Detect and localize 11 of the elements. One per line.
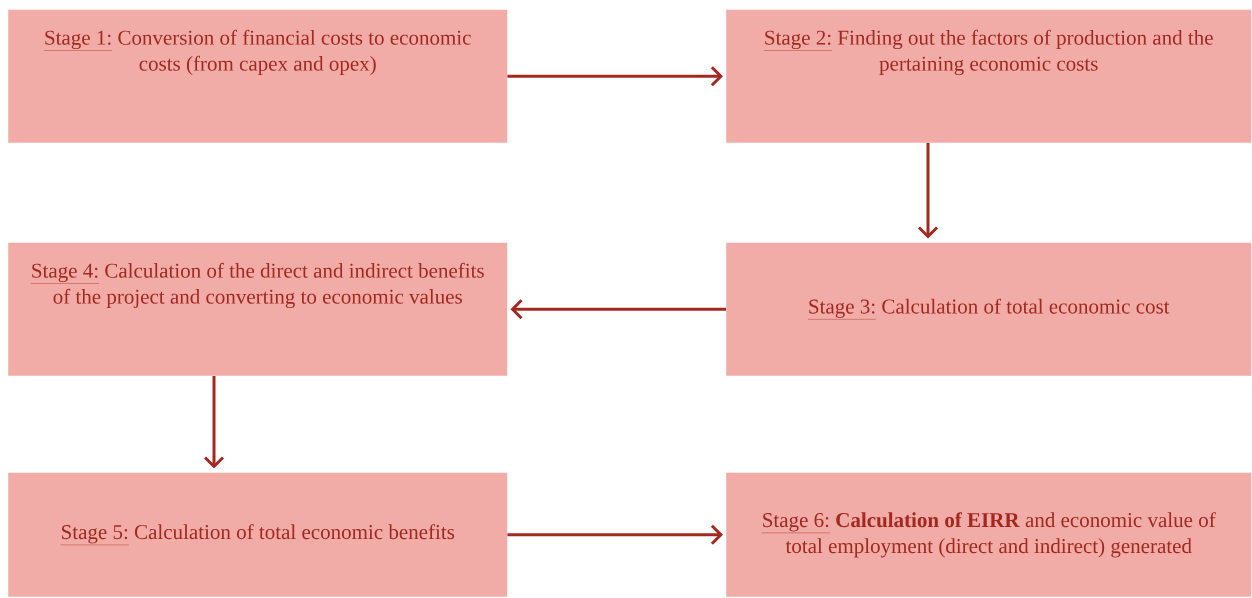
process-box: Stage 4: Calculation of the direct and indirect benefits of the project and converting to economic values: [8, 242, 508, 376]
process-box: Stage 6: Calculation of EIRR and economic value of total employment (direct and indirect) generated: [726, 472, 1252, 597]
process-box: Stage 2: Finding out the factors of production and the pertaining economic costs: [726, 9, 1252, 143]
arrow: [917, 143, 939, 239]
process-box: Stage 3: Calculation of total economic cost: [726, 242, 1252, 376]
arrow: [507, 524, 723, 545]
arrow: [203, 376, 225, 469]
arrow: [510, 299, 726, 320]
arrow: [507, 66, 723, 87]
process-box: Stage 1: Conversion of financial costs to economic costs (from capex and opex): [8, 9, 508, 143]
process-box: Stage 5: Calculation of total economic benefits: [8, 472, 508, 597]
